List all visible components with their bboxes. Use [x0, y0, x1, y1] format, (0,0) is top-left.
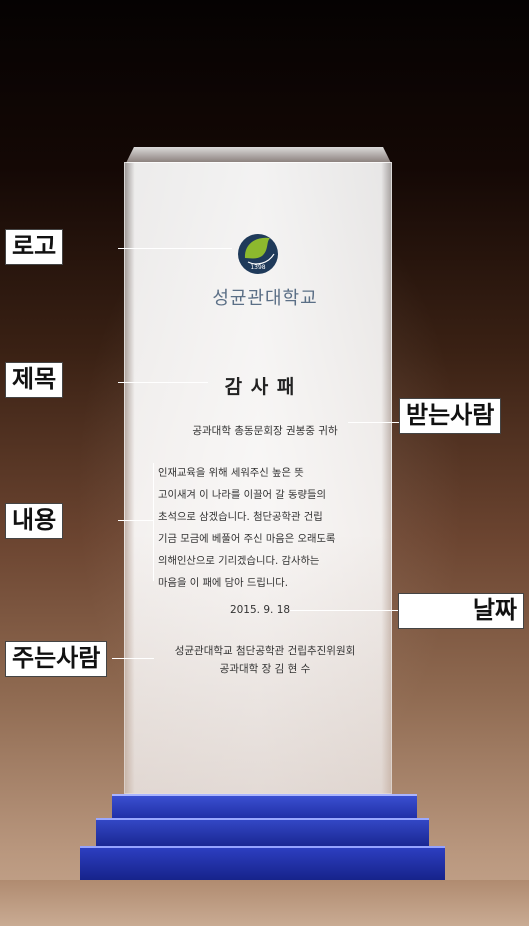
- university-logo-icon: 1398: [238, 234, 278, 274]
- plaque-base-tier-2: [96, 818, 429, 848]
- plaque-title: 감 사 패: [224, 376, 296, 398]
- plaque-base-tier-1: [112, 794, 417, 822]
- floor: [0, 880, 529, 926]
- label-title: 제목: [5, 362, 64, 398]
- body-line-3: 초석으로 삼겠습니다. 첨단공학관 건립: [158, 511, 323, 523]
- giver-line-2: 공과대학 장 김 현 수: [219, 663, 311, 675]
- body-line-1: 인재교육을 위해 세워주신 높은 뜻: [158, 467, 304, 479]
- content-bracket: [153, 463, 154, 581]
- university-name: 성균관대학교: [212, 288, 318, 309]
- body-line-5: 의해인산으로 기리겠습니다. 감사하는: [158, 555, 320, 567]
- label-content: 내용: [5, 503, 64, 539]
- content-connector: [118, 520, 153, 521]
- recipient-connector: [348, 422, 400, 423]
- title-connector: [118, 382, 208, 383]
- date-text: 2015. 9. 18: [229, 604, 291, 616]
- plaque-base-tier-3: [80, 846, 445, 882]
- plaque-top-edge: [126, 147, 391, 163]
- label-giver: 주는사람: [5, 641, 108, 677]
- recipient-text: 공과대학 총동문회장 권봉중 귀하: [192, 425, 338, 437]
- date-connector: [290, 610, 398, 611]
- body-line-6: 마음을 이 패에 담아 드립니다.: [158, 577, 289, 589]
- giver-line-1: 성균관대학교 첨단공학관 건립추진위원회: [174, 645, 356, 657]
- logo-connector-a: [118, 248, 152, 249]
- label-date: 날짜: [398, 593, 524, 629]
- giver-connector: [112, 658, 154, 659]
- body-line-4: 기금 모금에 베풀어 주신 마음은 오래도록: [158, 533, 336, 545]
- label-logo: 로고: [5, 229, 64, 265]
- label-recipient: 받는사람: [399, 398, 502, 434]
- body-line-2: 고이새겨 이 나라를 이끌어 갈 동량들의: [158, 489, 326, 501]
- logo-year: 1398: [250, 264, 265, 271]
- logo-connector-b: [152, 248, 232, 249]
